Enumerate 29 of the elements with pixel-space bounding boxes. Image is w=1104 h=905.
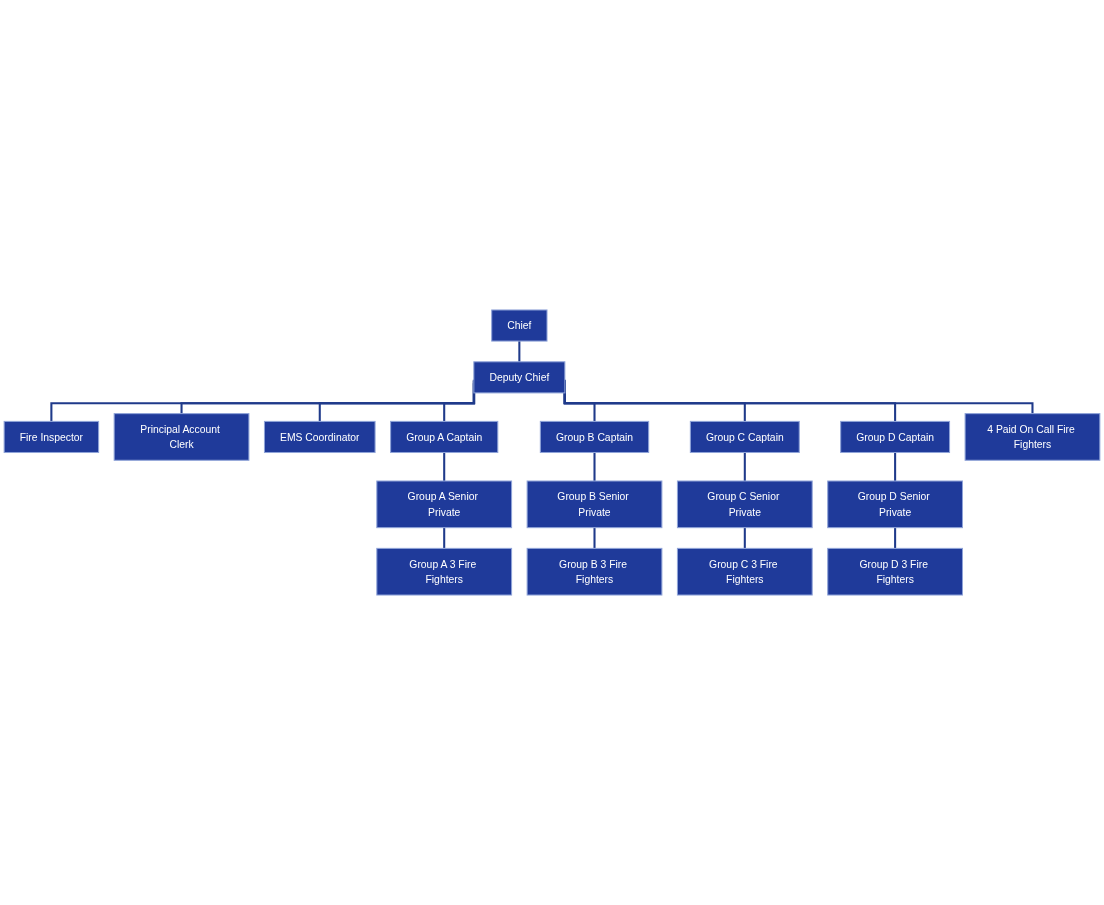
- node-box: EMS Coordinator: [263, 420, 376, 453]
- connector: [894, 527, 897, 550]
- node-box: Group A 3 Fire Fighters: [376, 547, 513, 596]
- connector: [563, 392, 596, 423]
- connector: [894, 452, 897, 483]
- connector: [443, 392, 476, 423]
- node-box: Group C Senior Private: [676, 480, 813, 529]
- connector: [743, 452, 746, 483]
- node-box: Principal Account Clerk: [113, 413, 250, 461]
- node-box: Group A Captain: [390, 420, 499, 453]
- node-box: Deputy Chief: [473, 361, 566, 394]
- node-box: Group B 3 Fire Fighters: [526, 547, 663, 596]
- node-box: Group C 3 Fire Fighters: [676, 547, 813, 596]
- node-box: Group B Senior Private: [526, 480, 663, 529]
- connector: [443, 527, 446, 550]
- connector: [593, 527, 596, 550]
- node-box: Group D 3 Fire Fighters: [827, 547, 963, 596]
- node-box: Group B Captain: [539, 420, 650, 453]
- node-box: 4 Paid On Call Fire Fighters: [964, 413, 1101, 461]
- connector: [518, 341, 521, 363]
- connector: [443, 452, 446, 483]
- connector: [593, 452, 596, 483]
- node-box: Group A Senior Private: [376, 480, 513, 529]
- node-box: Chief: [491, 309, 548, 342]
- node-box: Group D Captain: [840, 420, 951, 453]
- node-box: Fire Inspector: [3, 420, 100, 453]
- connector: [743, 527, 746, 550]
- node-box: Group C Captain: [689, 420, 800, 453]
- node-box: Group D Senior Private: [827, 480, 963, 529]
